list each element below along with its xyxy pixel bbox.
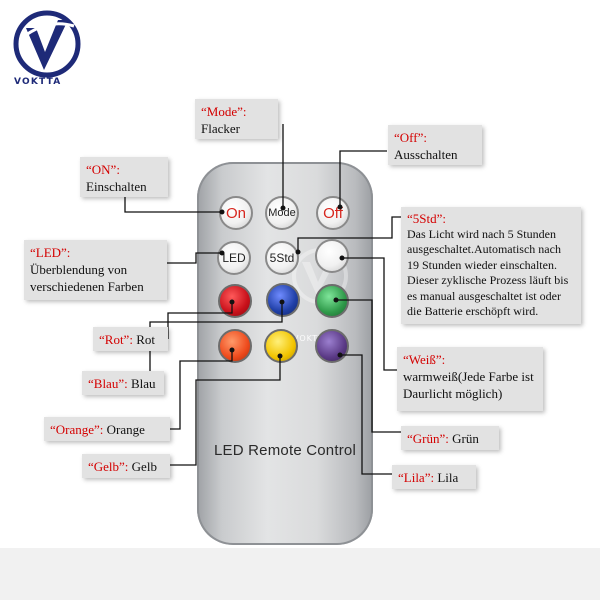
led-button[interactable]: LED <box>217 241 251 275</box>
brand-name: VOKTTA <box>14 77 62 87</box>
callout-5std-text: Das Licht wird nach 5 Stunden ausgeschal… <box>407 226 569 319</box>
callout-led-text: Überblendung von verschiedenen Farben <box>30 262 144 294</box>
callout-lila-key: “Lila”: <box>398 470 435 485</box>
rot-button[interactable] <box>218 284 252 318</box>
callout-gruen-key: “Grün”: <box>407 431 449 446</box>
callout-5std: “5Std”: Das Licht wird nach 5 Stunden au… <box>401 207 581 324</box>
callout-off: “Off”: Ausschalten <box>388 125 482 165</box>
callout-orange: “Orange”: Orange <box>44 417 170 441</box>
callout-off-key: “Off”: <box>394 130 427 145</box>
callout-mode-key: “Mode”: <box>201 104 247 119</box>
callout-weiss-text: warmweiß(Jede Farbe ist Daurlicht möglic… <box>403 369 534 401</box>
callout-on-key: “ON”: <box>86 162 120 177</box>
off-button-label: Off <box>323 204 343 222</box>
orange-button[interactable] <box>218 329 252 363</box>
5std-button[interactable]: 5Std <box>265 241 299 275</box>
off-button[interactable]: Off <box>316 196 350 230</box>
callout-led-key: “LED”: <box>30 245 71 260</box>
callout-blau-key: “Blau”: <box>88 376 128 391</box>
callout-rot: “Rot”: Rot <box>93 327 168 351</box>
callout-blau-text: Blau <box>130 376 156 391</box>
remote-title: LED Remote Control <box>214 442 356 459</box>
led-button-label: LED <box>222 251 246 265</box>
watermark-text: VOKTTA <box>293 334 330 343</box>
callout-gruen-text: Grün <box>452 431 479 446</box>
callout-mode-text: Flacker <box>201 121 240 136</box>
lila-button[interactable] <box>315 329 349 363</box>
callout-weiss-key: “Weiß”: <box>403 352 446 367</box>
5std-button-label: 5Std <box>269 251 295 265</box>
callout-gelb: “Gelb”: Gelb <box>82 454 170 478</box>
callout-blau: “Blau”: Blau <box>82 371 164 395</box>
voktta-logo-icon <box>13 10 81 78</box>
callout-on: “ON”: Einschalten <box>80 157 168 197</box>
callout-off-text: Ausschalten <box>394 147 458 162</box>
callout-gelb-text: Gelb <box>131 459 157 474</box>
callout-rot-text: Rot <box>136 332 155 347</box>
callout-rot-key: “Rot”: <box>99 332 133 347</box>
callout-lila-text: Lila <box>437 470 459 485</box>
gruen-button[interactable] <box>315 284 349 318</box>
callout-gelb-key: “Gelb”: <box>88 459 129 474</box>
callout-weiss: “Weiß”: warmweiß(Jede Farbe ist Daurlich… <box>397 347 543 411</box>
callout-led: “LED”: Überblendung von verschiedenen Fa… <box>24 240 167 300</box>
callout-5std-key: “5Std”: <box>407 211 446 226</box>
callout-lila: “Lila”: Lila <box>392 465 476 489</box>
callout-mode: “Mode”: Flacker <box>195 99 278 139</box>
on-button-label: On <box>225 204 246 222</box>
bottom-band <box>0 548 600 600</box>
callout-orange-key: “Orange”: <box>50 422 104 437</box>
callout-gruen: “Grün”: Grün <box>401 426 499 450</box>
callout-orange-text: Orange <box>106 422 145 437</box>
mode-button[interactable]: Mode <box>265 196 299 230</box>
callout-on-text: Einschalten <box>86 179 147 194</box>
mode-button-label: Mode <box>268 207 296 219</box>
